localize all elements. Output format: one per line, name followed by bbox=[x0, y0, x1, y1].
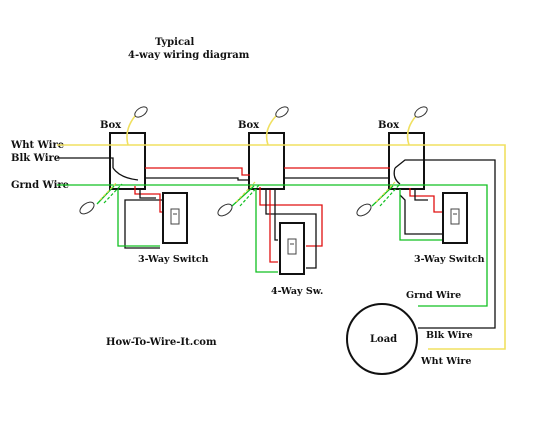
diagram-title-line2: 4-way wiring diagram bbox=[128, 50, 250, 61]
left-switch-label: 3-Way Switch bbox=[138, 254, 209, 265]
middle-switch-label: 4-Way Sw. bbox=[271, 286, 323, 297]
load-white-label: Wht Wire bbox=[420, 356, 471, 367]
box-1-label: Box bbox=[100, 120, 122, 131]
website-label: How-To-Wire-It.com bbox=[106, 337, 217, 348]
white-wire bbox=[57, 115, 506, 350]
four-way-switch bbox=[279, 222, 305, 275]
diagram-title-line1: Typical bbox=[155, 37, 195, 48]
junction-box-3 bbox=[388, 132, 425, 190]
right-switch-label: 3-Way Switch bbox=[414, 254, 485, 265]
three-way-switch-right bbox=[442, 192, 468, 244]
ground-wire bbox=[57, 184, 488, 307]
load-circle bbox=[346, 303, 418, 375]
load-ground-label: Grnd Wire bbox=[406, 290, 461, 301]
white-wire-label: Wht Wire bbox=[10, 140, 64, 151]
box-2-label: Box bbox=[238, 120, 260, 131]
wire-nut-icon bbox=[79, 106, 428, 217]
traveler-wires bbox=[134, 167, 443, 269]
black-wire-label: Blk Wire bbox=[11, 153, 60, 164]
splice-dashes bbox=[99, 181, 401, 207]
load-black-label: Blk Wire bbox=[426, 330, 473, 341]
ground-wire-label: Grnd Wire bbox=[11, 180, 69, 191]
box-3-label: Box bbox=[378, 120, 400, 131]
load-label: Load bbox=[370, 334, 397, 345]
three-way-switch-left bbox=[162, 192, 188, 244]
black-wire bbox=[57, 157, 496, 329]
